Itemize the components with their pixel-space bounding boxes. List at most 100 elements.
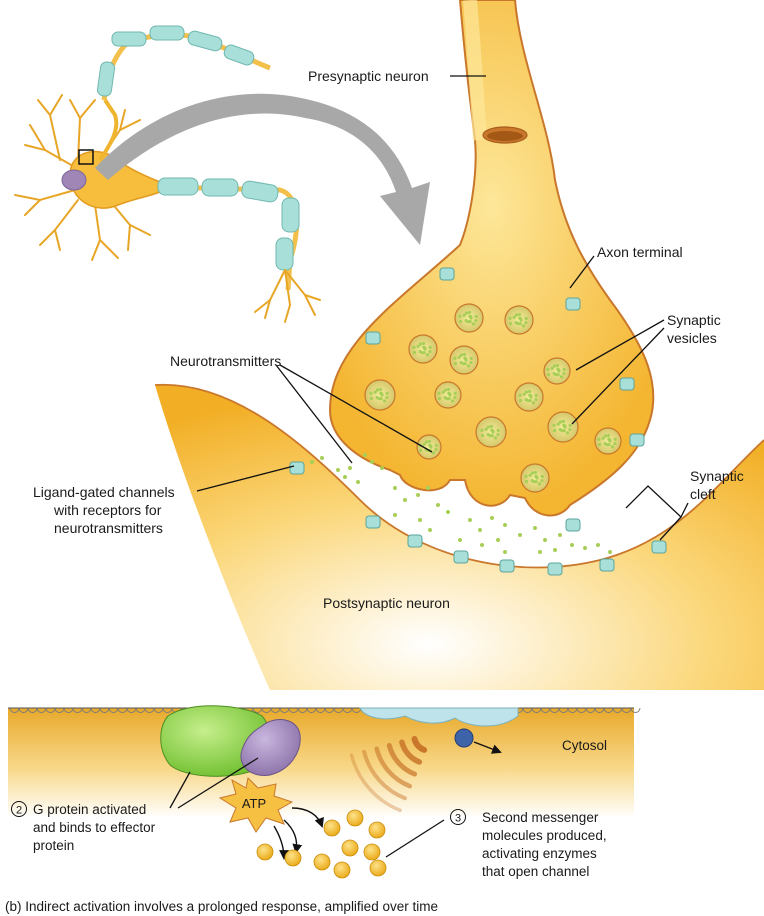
neurotransmitter xyxy=(490,434,494,438)
neurotransmitter xyxy=(422,351,426,355)
neurotransmitter xyxy=(613,441,617,446)
neurotransmitter xyxy=(466,364,471,368)
neurotransmitter xyxy=(533,470,538,475)
neurotransmitter xyxy=(613,437,617,442)
step2-line-1: G protein activated xyxy=(33,802,146,817)
step3-circle xyxy=(450,809,466,825)
presynaptic-terminal xyxy=(328,0,655,517)
neurotransmitter xyxy=(597,442,602,447)
neurotransmitter xyxy=(458,319,463,324)
neurotransmitter xyxy=(416,493,420,497)
neurotransmitter xyxy=(431,451,436,455)
atp-arrows xyxy=(273,807,324,860)
wave-arc xyxy=(374,746,413,789)
neurotransmitter xyxy=(356,480,360,484)
synaptic-vesicles-label-2: vesicles xyxy=(667,330,717,346)
neurotransmitter xyxy=(540,478,544,483)
neurotransmitter xyxy=(382,399,387,403)
signal-waves xyxy=(349,735,428,813)
neurotransmitter xyxy=(428,443,432,447)
neurotransmitter xyxy=(528,473,532,477)
neurotransmitter xyxy=(464,311,469,315)
presynaptic-label: Presynaptic neuron xyxy=(308,68,429,84)
cytosol-region xyxy=(8,708,634,818)
neurotransmitter xyxy=(437,391,441,395)
neurotransmitter xyxy=(428,345,432,350)
neurotransmitter xyxy=(524,320,528,325)
incoming-axon xyxy=(98,98,119,162)
small-neuron xyxy=(14,25,321,323)
axon-terminal-label: Axon terminal xyxy=(597,244,683,260)
neurotransmitter xyxy=(518,393,522,397)
neurotransmitter xyxy=(458,538,462,542)
neurotransmitter xyxy=(527,389,532,394)
neurotransmitter xyxy=(480,543,484,547)
atp-label: ATP xyxy=(242,796,266,811)
neurotransmitter xyxy=(508,321,513,326)
ion-arrow xyxy=(473,741,502,754)
neurotransmitter xyxy=(518,322,522,326)
neurotransmitter xyxy=(556,373,560,377)
second-messenger-molecule xyxy=(369,859,387,877)
step2-circle xyxy=(11,801,27,817)
postsynaptic-label: Postsynaptic neuron xyxy=(323,595,450,611)
neurotransmitter xyxy=(447,391,451,395)
neurotransmitter xyxy=(559,375,564,379)
neurotransmitter xyxy=(552,423,556,427)
step3-line-1: Second messenger xyxy=(482,810,599,825)
neurotransmitter xyxy=(531,401,536,405)
neurotransmitter xyxy=(463,356,467,360)
neurotransmitter xyxy=(458,314,462,318)
ligand-label-3: neurotransmitters xyxy=(54,520,163,536)
neurotransmitter xyxy=(490,428,494,432)
neurotransmitter xyxy=(484,427,488,431)
neurotransmitter xyxy=(450,399,455,403)
neurotransmitter xyxy=(469,356,473,361)
neurotransmitter xyxy=(437,396,442,401)
neurotransmitter xyxy=(556,367,560,371)
neurotransmitter xyxy=(524,474,528,478)
neurotransmitter xyxy=(493,436,498,440)
neurotransmitter xyxy=(606,433,611,438)
neurotransmitter xyxy=(610,445,615,449)
neurotransmitter xyxy=(369,391,373,395)
neurotransmitter xyxy=(471,322,476,326)
step3-line-2: molecules produced, xyxy=(482,828,607,843)
neurotransmitter xyxy=(503,523,507,527)
neurotransmitter xyxy=(373,390,377,394)
neurotransmitter xyxy=(546,372,551,377)
neurotransmitter xyxy=(486,425,491,429)
neurotransmitter xyxy=(496,538,500,542)
neurotransmitter xyxy=(534,393,538,398)
neurotransmitter xyxy=(369,396,374,401)
neurotransmitter-dots xyxy=(310,310,617,554)
neurotransmitter xyxy=(310,460,314,464)
nucleus xyxy=(61,169,87,191)
neurotransmitter xyxy=(403,498,407,502)
postsynaptic-neuron xyxy=(155,384,764,690)
neurotransmitter xyxy=(363,453,367,457)
neurotransmitter xyxy=(378,387,383,392)
second-messenger-molecule xyxy=(323,819,341,837)
neurotransmitter xyxy=(375,388,380,392)
neurotransmitter xyxy=(422,345,426,349)
neurotransmitter xyxy=(530,471,535,475)
neurotransmitter xyxy=(320,456,324,460)
neurotransmitter xyxy=(459,353,464,357)
neurotransmitter xyxy=(537,482,542,486)
neurotransmitter xyxy=(428,349,432,354)
neurotransmitter xyxy=(552,428,557,433)
neurotransmitter xyxy=(424,440,429,444)
neurotransmitter xyxy=(412,350,417,355)
neurotransmitter xyxy=(447,397,451,401)
neurotransmitter xyxy=(457,355,461,359)
neurotransmitter xyxy=(436,503,440,507)
neurotransmitter xyxy=(543,538,547,542)
step3-line-4: that open channel xyxy=(482,864,589,879)
neurotransmitter xyxy=(422,442,426,446)
neurotransmitter xyxy=(496,432,500,437)
membrane-channels xyxy=(289,267,667,576)
neurotransmitter xyxy=(462,313,466,317)
dendrites xyxy=(14,94,151,261)
